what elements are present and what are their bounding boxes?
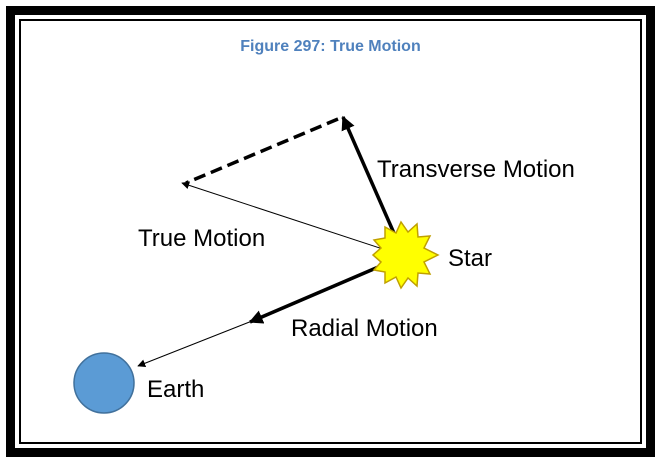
dashed-completion-line xyxy=(186,119,338,183)
earth-circle xyxy=(74,353,134,413)
star-label: Star xyxy=(448,245,492,272)
line-of-sight xyxy=(138,321,252,366)
true-motion-label: True Motion xyxy=(138,225,265,252)
star-shape xyxy=(373,222,438,288)
radial-motion-label: Radial Motion xyxy=(291,315,438,342)
transverse-motion-label: Transverse Motion xyxy=(377,156,575,183)
earth-label: Earth xyxy=(147,376,204,403)
